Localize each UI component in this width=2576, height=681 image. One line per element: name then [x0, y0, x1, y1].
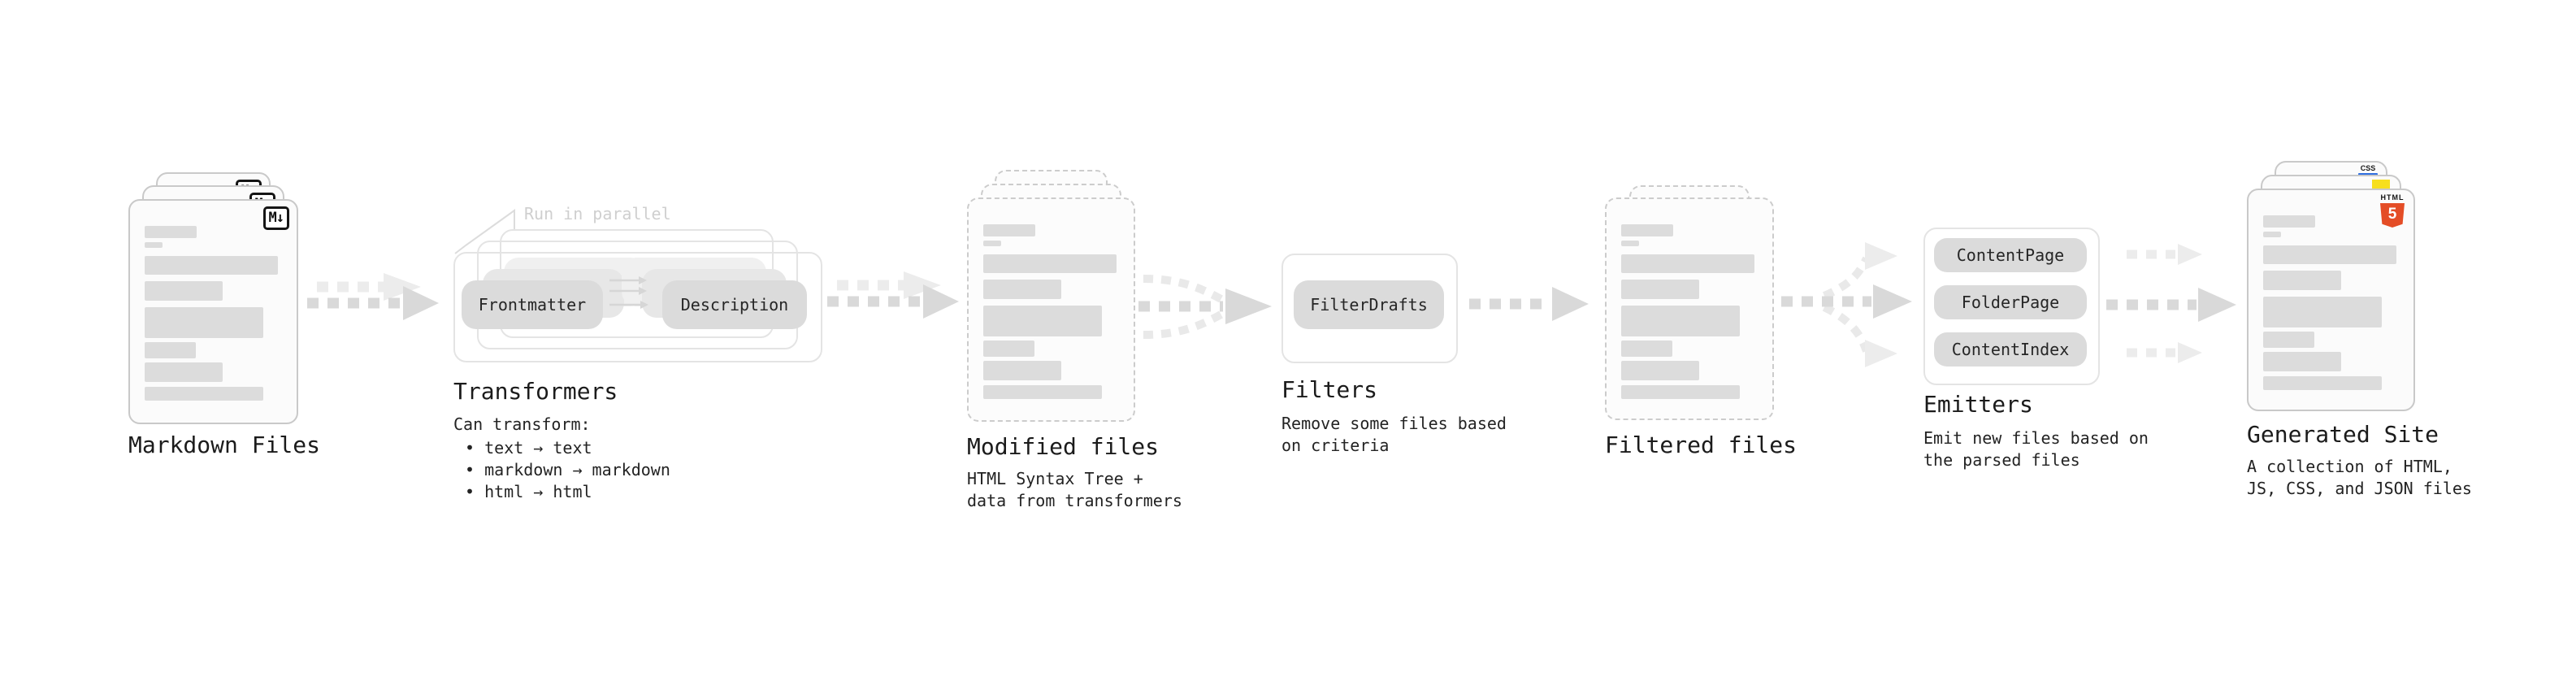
- markdown-files-label: Markdown Files: [128, 432, 321, 458]
- generated-site-desc: JS, CSS, and JSON files: [2247, 479, 2472, 498]
- emitters-desc: Emit new files based on: [1923, 428, 2149, 448]
- javascript-icon: [2372, 180, 2390, 190]
- mini-flow-arrows: [609, 276, 648, 309]
- skeleton-line: [1621, 306, 1740, 336]
- skeleton-line: [1621, 385, 1740, 399]
- modified-files-label: Modified files: [967, 433, 1160, 460]
- document-skeleton: [145, 201, 278, 401]
- emitters-desc: the parsed files: [1923, 450, 2080, 470]
- flow-arrow-filtered-to-emitters: [1781, 242, 1912, 367]
- html5-icon-word: HTML: [2380, 193, 2405, 202]
- skeleton-line: [2263, 245, 2396, 264]
- filterdrafts-pill: FilterDrafts: [1294, 280, 1444, 329]
- skeleton-line: [145, 362, 223, 382]
- skeleton-line: [1621, 254, 1754, 273]
- skeleton-line: [1621, 361, 1699, 380]
- flow-arrow-modified-to-filters: [1138, 275, 1272, 339]
- skeleton-line: [145, 226, 197, 238]
- skeleton-line: [2263, 232, 2281, 237]
- folderpage-pill: FolderPage: [1934, 285, 2087, 319]
- skeleton-line: [2263, 376, 2382, 390]
- filtered-file-card-front: [1605, 197, 1774, 420]
- skeleton-line: [145, 242, 163, 248]
- filters-desc: on criteria: [1281, 436, 1390, 455]
- skeleton-line: [983, 361, 1061, 380]
- skeleton-line: [2263, 271, 2341, 290]
- document-skeleton: [2263, 190, 2396, 390]
- modified-file-card-front: [967, 197, 1135, 422]
- modified-files-desc: data from transformers: [967, 491, 1182, 510]
- skeleton-line: [145, 256, 278, 275]
- filters-desc: Remove some files based: [1281, 414, 1507, 433]
- generated-file-card-front: HTML 5: [2247, 189, 2415, 411]
- document-skeleton: [983, 199, 1117, 399]
- skeleton-line: [2263, 332, 2314, 348]
- description-pill: Description: [662, 280, 807, 329]
- markdown-file-card-front: M↓: [128, 199, 298, 424]
- callout-line: [454, 209, 515, 254]
- flow-arrow-markdown-to-transformers: [307, 273, 439, 320]
- transformers-subtitle: Can transform:: [453, 414, 591, 434]
- document-skeleton: [1621, 199, 1754, 399]
- emitters-label: Emitters: [1923, 391, 2033, 418]
- skeleton-line: [1621, 340, 1672, 357]
- filters-label: Filters: [1281, 376, 1378, 403]
- run-in-parallel-note: Run in parallel: [524, 204, 671, 223]
- markdown-icon: M↓: [262, 206, 289, 230]
- skeleton-line: [2263, 297, 2382, 327]
- skeleton-line: [983, 241, 1001, 246]
- html5-icon-shield: 5: [2380, 203, 2405, 228]
- skeleton-line: [2263, 215, 2315, 228]
- contentpage-pill: ContentPage: [1934, 238, 2087, 272]
- contentindex-pill: ContentIndex: [1934, 332, 2087, 367]
- flow-arrow-emitters-to-generated: [2106, 244, 2236, 363]
- skeleton-line: [1621, 241, 1639, 246]
- transformers-bullet: • markdown → markdown: [465, 460, 670, 479]
- skeleton-line: [145, 387, 263, 401]
- generated-site-desc: A collection of HTML,: [2247, 457, 2452, 476]
- skeleton-line: [983, 340, 1034, 357]
- filtered-files-label: Filtered files: [1605, 432, 1798, 458]
- modified-files-desc: HTML Syntax Tree +: [967, 469, 1143, 488]
- skeleton-line: [145, 307, 263, 338]
- skeleton-line: [1621, 280, 1699, 299]
- skeleton-line: [983, 224, 1035, 236]
- transformers-label: Transformers: [453, 378, 618, 405]
- frontmatter-pill: Frontmatter: [462, 280, 603, 329]
- css-icon-label: CSS: [2360, 164, 2376, 172]
- skeleton-line: [983, 254, 1117, 273]
- skeleton-line: [145, 281, 223, 301]
- transformers-bullet: • text → text: [465, 438, 592, 458]
- transformer-frame-front: [453, 252, 822, 362]
- flow-arrow-transformers-to-modified: [827, 271, 959, 319]
- skeleton-line: [145, 342, 196, 358]
- skeleton-line: [983, 385, 1102, 399]
- skeleton-line: [983, 306, 1102, 336]
- html5-icon: HTML 5: [2379, 194, 2405, 228]
- transformers-bullet: • html → html: [465, 482, 592, 501]
- skeleton-line: [1621, 224, 1673, 236]
- skeleton-line: [2263, 352, 2341, 371]
- flow-arrow-filters-to-filtered: [1469, 287, 1589, 321]
- skeleton-line: [983, 280, 1061, 299]
- generated-site-label: Generated Site: [2247, 421, 2439, 448]
